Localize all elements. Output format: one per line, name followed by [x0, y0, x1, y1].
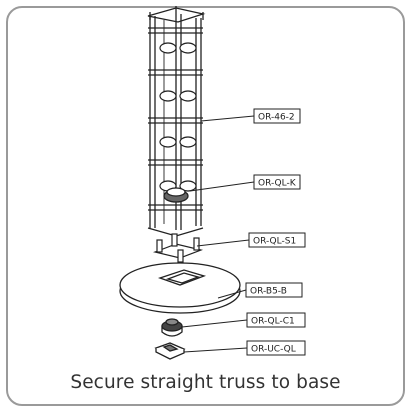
quick-lock-cup: [161, 318, 183, 337]
truss-tower: [147, 6, 206, 237]
part-label-or-ql-s1: OR-QL-S1: [248, 232, 306, 248]
part-label-or-ql-k: OR-QL-K: [253, 174, 301, 190]
part-label-or-46-2: OR-46-2: [253, 108, 301, 124]
part-label-or-uc-ql: OR-UC-QL: [246, 340, 306, 356]
leader-lines: [181, 115, 255, 353]
part-id-or-ql-s1: OR-QL-S1: [253, 237, 296, 247]
part-label-or-ql-c1: OR-QL-C1: [246, 312, 306, 328]
base-plate: [119, 262, 241, 314]
part-id-or-ql-k: OR-QL-K: [258, 179, 297, 189]
universal-cap: [154, 342, 186, 360]
part-id-or-ql-c1: OR-QL-C1: [251, 317, 295, 327]
spigot-plate: [152, 233, 204, 263]
part-label-group: OR-46-2 OR-QL-K OR-QL-S1 OR-B5-B OR-QL-C…: [245, 108, 306, 356]
part-id-or-46-2: OR-46-2: [258, 113, 295, 123]
diagram-caption: Secure straight truss to base: [70, 372, 341, 393]
part-id-or-b5-b: OR-B5-B: [250, 287, 287, 297]
diagram-frame: [6, 6, 405, 406]
part-id-or-uc-ql: OR-UC-QL: [251, 345, 296, 355]
part-label-or-b5-b: OR-B5-B: [245, 282, 303, 298]
